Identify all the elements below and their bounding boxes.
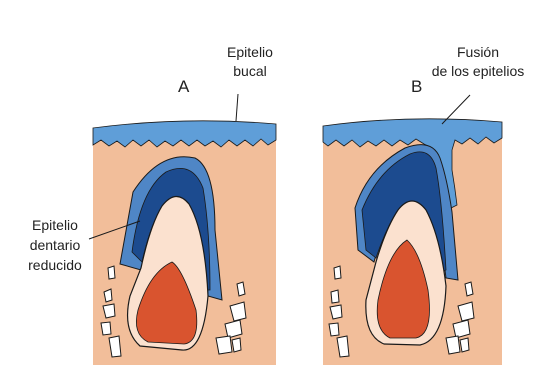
label-oral-epithelium-line1: Epitelio: [227, 44, 273, 60]
label-reduced-epithelium-line3: reducido: [28, 257, 82, 273]
bone-fragment: [329, 323, 339, 336]
panel-a: A Epitelio bucal Epitelio dentario reduc…: [28, 44, 276, 365]
bone-fragment: [465, 282, 473, 296]
leader-line-oral-epithelium: [236, 94, 238, 121]
panel-letter-b: B: [411, 77, 422, 96]
bone-fragment: [104, 289, 112, 302]
label-fusion-line2: de los epitelios: [432, 63, 525, 79]
oral-epithelium-a: [93, 121, 276, 147]
bone-fragment: [216, 336, 232, 354]
panel-letter-a: A: [178, 77, 190, 96]
bone-fragment: [101, 322, 111, 335]
label-oral-epithelium-line2: bucal: [233, 63, 266, 79]
bone-fragment: [237, 282, 245, 296]
label-fusion-line1: Fusión: [457, 44, 499, 60]
bone-fragment: [331, 290, 339, 303]
bone-fragment: [334, 266, 341, 279]
bone-fragment: [232, 338, 241, 352]
bone-fragment: [460, 338, 469, 352]
panel-b: B Fusión de los epitelios: [323, 44, 524, 365]
label-reduced-epithelium-line1: Epitelio: [32, 217, 78, 233]
bone-fragment: [108, 266, 115, 279]
label-reduced-epithelium-line2: dentario: [30, 237, 81, 253]
bone-fragment: [446, 336, 460, 354]
